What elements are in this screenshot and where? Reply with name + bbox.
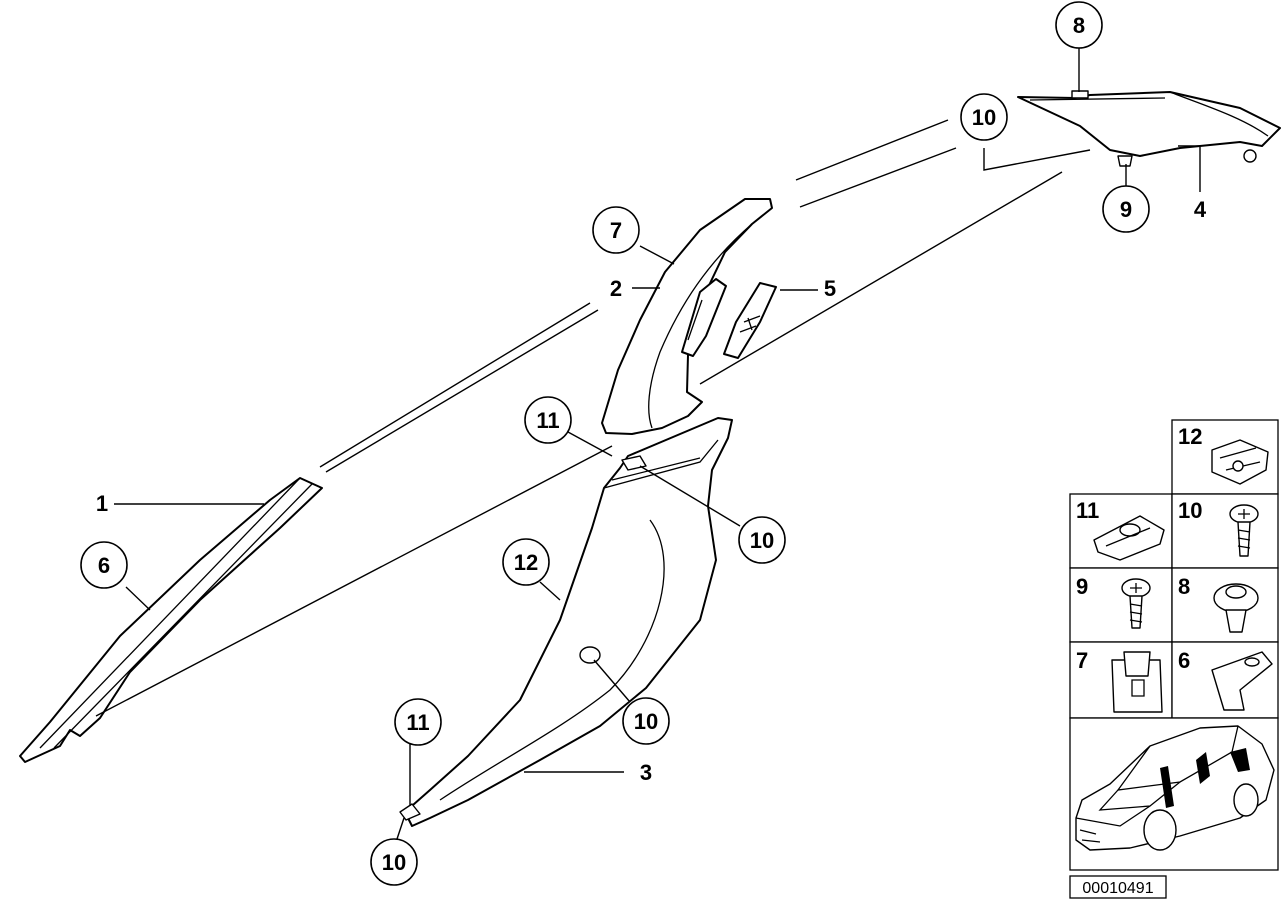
callout-10-mid-label: 10 [750, 528, 774, 553]
assembly-guide-lines [95, 119, 1063, 717]
legend-cell-11: 11 [1076, 498, 1165, 561]
hardware-legend: 12 11 10 9 8 [1069, 419, 1279, 871]
legend-9-label: 9 [1076, 574, 1088, 599]
label-5: 5 [824, 276, 836, 301]
callout-9: 9 [1102, 185, 1150, 233]
callout-10-bot: 10 [370, 838, 418, 886]
callout-12: 12 [502, 538, 550, 586]
part-5-trim-insert [723, 282, 777, 359]
callout-leaders [114, 48, 1201, 843]
callout-10-bot-label: 10 [382, 850, 406, 875]
callout-11-mid-label: 11 [536, 408, 559, 433]
callout-11-bot: 11 [394, 698, 442, 746]
label-2: 2 [610, 276, 622, 301]
reference-number: 00010491 [1082, 880, 1153, 897]
legend-10-label: 10 [1178, 498, 1202, 523]
callout-11-bot-label: 11 [406, 710, 429, 735]
callout-10-low-label: 10 [634, 709, 658, 734]
callout-11-mid: 11 [524, 396, 572, 444]
legend-cell-7: 7 [1076, 648, 1163, 713]
callout-10-mid: 10 [738, 516, 786, 564]
legend-cell-8: 8 [1178, 574, 1259, 633]
reference-number-box: 00010491 [1069, 875, 1167, 899]
callout-8-label: 8 [1073, 13, 1085, 38]
label-1: 1 [96, 491, 108, 516]
legend-cell-12: 12 [1178, 424, 1269, 485]
part-2-b-pillar-upper-trim [601, 198, 773, 435]
car-location-thumbnail [1075, 725, 1275, 851]
callout-9-label: 9 [1120, 197, 1132, 222]
legend-cell-9: 9 [1076, 574, 1151, 629]
callout-6: 6 [80, 541, 128, 589]
legend-11-label: 11 [1076, 498, 1099, 523]
legend-6-label: 6 [1178, 648, 1190, 673]
callout-10-top-label: 10 [972, 105, 996, 130]
callout-8: 8 [1055, 1, 1103, 49]
part-1-a-pillar-trim [19, 477, 323, 763]
part-4-c-pillar-trim [1017, 90, 1281, 167]
legend-cell-10: 10 [1178, 498, 1259, 557]
part-3-b-pillar-lower-trim [399, 417, 733, 827]
legend-cell-6: 6 [1178, 648, 1273, 711]
legend-12-label: 12 [1178, 424, 1202, 449]
legend-8-label: 8 [1178, 574, 1190, 599]
label-3: 3 [640, 760, 652, 785]
label-4: 4 [1194, 197, 1207, 222]
legend-7-label: 7 [1076, 648, 1088, 673]
callout-12-label: 12 [514, 550, 538, 575]
callout-10-low: 10 [622, 697, 670, 745]
callout-10-top: 10 [960, 93, 1008, 141]
callout-7-label: 7 [610, 218, 622, 243]
callout-7: 7 [592, 206, 640, 254]
callout-6-label: 6 [98, 553, 110, 578]
callouts: 8 10 9 4 7 2 5 11 10 1 6 [80, 1, 1207, 886]
